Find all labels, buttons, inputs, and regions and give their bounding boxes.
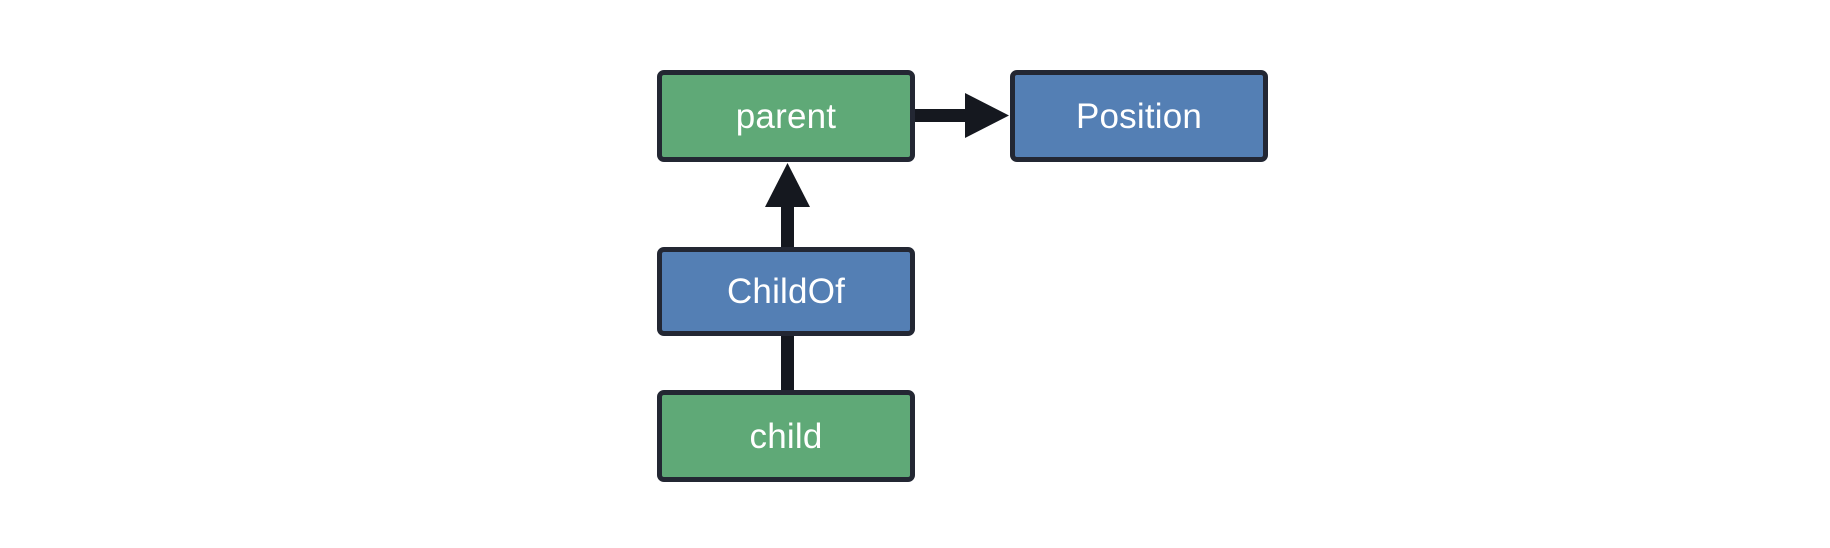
edge-child-to-childof: [781, 334, 794, 392]
node-childof[interactable]: ChildOf: [657, 247, 915, 336]
node-child[interactable]: child: [657, 390, 915, 482]
node-parent[interactable]: parent: [657, 70, 915, 162]
node-position-label: Position: [1075, 96, 1203, 136]
node-position[interactable]: Position: [1010, 70, 1268, 162]
node-childof-label: ChildOf: [726, 272, 846, 311]
edge-childof-to-parent: [765, 163, 810, 249]
node-child-label: child: [749, 416, 823, 456]
edge-parent-to-position: [913, 93, 1009, 138]
node-parent-label: parent: [735, 96, 837, 136]
